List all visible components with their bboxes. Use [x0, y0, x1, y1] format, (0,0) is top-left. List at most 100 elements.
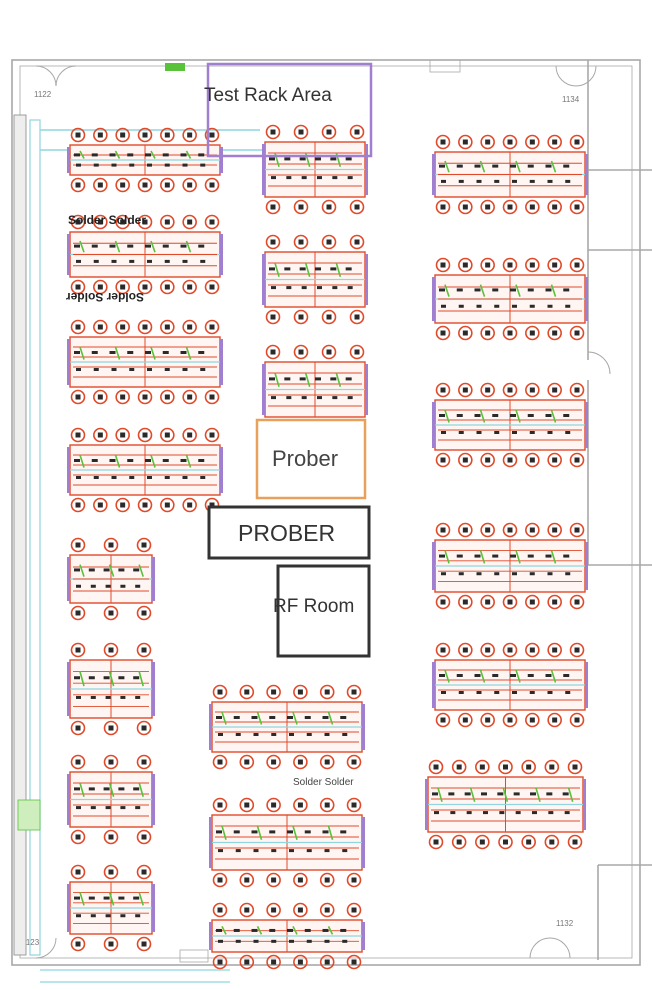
- workbench-cluster: [209, 902, 365, 970]
- chair-icon: [137, 497, 153, 513]
- chair-icon: [266, 797, 281, 813]
- chair-icon: [160, 177, 175, 193]
- chair-icon: [103, 829, 119, 845]
- chair-icon: [70, 537, 86, 553]
- chair-icon: [502, 522, 518, 538]
- chair-icon: [502, 325, 518, 341]
- chair-icon: [547, 134, 562, 150]
- chair-icon: [182, 177, 197, 193]
- chair-icon: [137, 279, 153, 295]
- chair-icon: [266, 872, 281, 888]
- workbench-cluster: [67, 864, 155, 952]
- chair-icon: [321, 199, 337, 215]
- chair-icon: [182, 497, 197, 513]
- chair-icon: [93, 389, 108, 405]
- chair-icon: [70, 864, 86, 880]
- test-rack-area-label: Test Rack Area: [204, 85, 332, 106]
- chair-icon: [525, 594, 540, 610]
- workbench-cluster: [67, 127, 223, 193]
- chair-icon: [70, 279, 86, 295]
- prober-box-label: PROBER: [238, 520, 335, 546]
- chair-icon: [136, 754, 152, 770]
- chair-icon: [319, 872, 335, 888]
- chair-icon: [458, 594, 473, 610]
- chair-icon: [480, 199, 495, 215]
- chair-icon: [480, 452, 495, 468]
- chair-icon: [160, 319, 175, 335]
- solder-label-flipped: Solder Solder: [66, 290, 144, 304]
- workbench-cluster: [432, 382, 588, 468]
- chair-icon: [547, 452, 562, 468]
- workbench-cluster: [67, 427, 223, 513]
- chair-icon: [70, 319, 86, 335]
- chair-icon: [544, 759, 560, 775]
- chair-icon: [293, 954, 308, 970]
- chair-icon: [346, 872, 362, 888]
- chair-icon: [239, 954, 255, 970]
- chair-icon: [502, 382, 518, 398]
- chair-icon: [547, 382, 562, 398]
- chair-icon: [212, 954, 228, 970]
- chair-icon: [103, 605, 119, 621]
- chair-icon: [346, 902, 362, 918]
- chair-icon: [525, 642, 540, 658]
- chair-icon: [103, 936, 119, 952]
- rf-room: RF Room: [273, 564, 371, 658]
- chair-icon: [103, 754, 119, 770]
- chair-icon: [115, 319, 130, 335]
- doors: [35, 65, 611, 959]
- chair-icon: [321, 124, 337, 140]
- workbench-cluster: [432, 522, 588, 610]
- chair-icon: [204, 127, 220, 143]
- workbench-cluster: [67, 754, 155, 845]
- chair-icon: [212, 684, 228, 700]
- building-walls: [11, 59, 652, 966]
- chair-icon: [293, 234, 309, 250]
- chair-icon: [93, 127, 108, 143]
- chair-icon: [349, 309, 365, 325]
- chair-icon: [93, 427, 108, 443]
- chair-icon: [435, 325, 451, 341]
- workbench-cluster: [67, 214, 223, 295]
- chair-icon: [525, 712, 540, 728]
- chair-icon: [293, 754, 308, 770]
- chair-icon: [137, 427, 153, 443]
- chair-icon: [266, 754, 281, 770]
- chair-icon: [498, 834, 513, 850]
- chair-icon: [160, 389, 175, 405]
- chair-icon: [103, 642, 119, 658]
- chair-icon: [293, 309, 309, 325]
- chair-icon: [115, 389, 130, 405]
- chair-icon: [435, 522, 451, 538]
- chair-icon: [480, 325, 495, 341]
- chair-icon: [265, 124, 281, 140]
- chair-icon: [266, 684, 281, 700]
- chair-icon: [115, 177, 130, 193]
- chair-icon: [480, 134, 495, 150]
- workbench-cluster: [67, 319, 223, 405]
- chair-icon: [480, 712, 495, 728]
- chair-icon: [502, 452, 518, 468]
- chair-icon: [569, 712, 585, 728]
- workbench-cluster: [432, 134, 588, 215]
- chair-icon: [319, 954, 335, 970]
- chair-icon: [182, 279, 197, 295]
- chair-icon: [70, 936, 86, 952]
- chair-icon: [569, 257, 585, 273]
- chair-icon: [498, 759, 513, 775]
- chair-icon: [458, 325, 473, 341]
- chair-icon: [136, 936, 152, 952]
- chair-icon: [136, 537, 152, 553]
- chair-icon: [103, 720, 119, 736]
- chair-icon: [321, 309, 337, 325]
- chair-icon: [319, 797, 335, 813]
- chair-icon: [160, 127, 175, 143]
- chair-icon: [569, 642, 585, 658]
- chair-icon: [93, 319, 108, 335]
- workbench-cluster: [425, 759, 586, 850]
- chair-icon: [137, 214, 153, 230]
- chair-icon: [435, 712, 451, 728]
- chair-icon: [569, 325, 585, 341]
- chair-icon: [451, 834, 467, 850]
- chair-icon: [182, 214, 197, 230]
